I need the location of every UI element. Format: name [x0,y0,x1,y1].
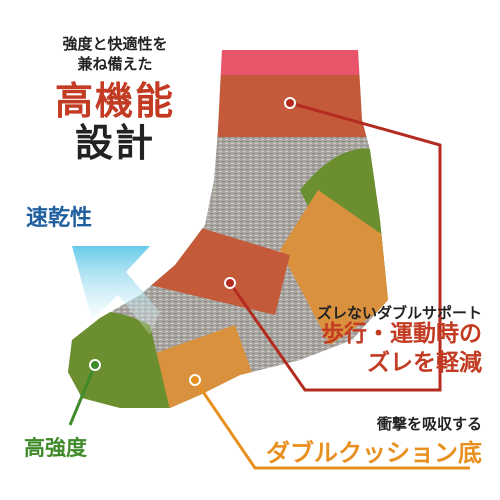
quick-dry-arrow [72,246,160,335]
intro-line-2: 兼ね備えた [77,55,153,73]
headline-line-1: 高機能 [54,79,175,123]
strength-callout-line [68,364,97,426]
strength-callout-dot [89,359,101,371]
slip-callout-dot-upper [284,97,296,109]
slip-callout-small: ズレないダブルサポート [316,304,482,322]
sock-cuff [200,50,380,75]
slip-callout-line-2: ズレを軽減 [367,350,482,376]
headline-line-2: 設計 [74,121,155,165]
strength-label: 高強度 [24,436,87,460]
cushion-callout-line [193,379,470,470]
slip-callout-line-1: 歩行・運動時の [321,321,482,347]
intro-text: 強度と快適性を 兼ね備えた [30,34,200,74]
slip-callout-big: 歩行・運動時の ズレを軽減 [321,320,482,378]
slip-callout-line [228,101,442,392]
cushion-callout-big: ダブルクッション底 [266,439,482,467]
slip-callout-dot-lower [224,277,236,289]
headline: 高機能 設計 [30,80,200,164]
sock-cushion-arch [280,190,388,345]
intro-line-1: 強度と快適性を [62,35,168,53]
cushion-callout-small: 衝撃を吸収する [376,415,482,433]
cushion-callout-dot [189,374,201,386]
quick-dry-label: 速乾性 [26,206,93,231]
